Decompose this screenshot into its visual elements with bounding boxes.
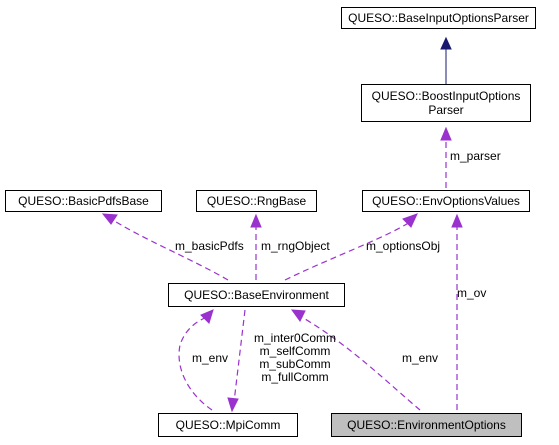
edge-label-m-optionsobj: m_optionsObj [366,239,441,253]
edge-label-m-basicpdfs: m_basicPdfs [175,239,244,253]
node-mpi-comm[interactable]: QUESO::MpiComm [158,413,298,437]
edge-label-mpi-comms: m_inter0Comm m_selfComm m_subComm m_full… [254,331,337,384]
edge-label-m-rngobject: m_rngObject [261,239,330,253]
arrowhead-mpi-comms [227,397,239,413]
edge-label-m-env-mpicomm: m_env [192,351,229,365]
arrowhead-m-ov [451,213,463,228]
arrowhead-m-rngobject [250,213,262,228]
node-boost-input-options-parser[interactable]: QUESO::BoostInputOptions Parser [361,84,531,122]
node-env-options-values[interactable]: QUESO::EnvOptionsValues [362,190,530,212]
edge-m-basicpdfs [109,217,229,281]
edge-label-m-env-envoptions: m_env [402,351,439,365]
node-base-input-options-parser[interactable]: QUESO::BaseInputOptionsParser [341,7,536,29]
arrowhead-inherit-base-parser [440,36,452,50]
edge-label-m-ov: m_ov [457,286,487,300]
arrowhead-m-parser [440,126,452,141]
edge-label-m-parser: m_parser [450,149,501,163]
node-base-environment[interactable]: QUESO::BaseEnvironment [168,283,345,307]
node-environment-options[interactable]: QUESO::EnvironmentOptions [331,413,522,437]
edge-m-env-mpicomm [178,316,213,411]
arrowhead-m-env-mpicomm [200,309,214,324]
node-basic-pdfs-base[interactable]: QUESO::BasicPdfsBase [5,190,162,212]
arrowhead-m-basicpdfs [101,213,118,225]
edge-m-env-envoptions [299,315,421,411]
node-rng-base[interactable]: QUESO::RngBase [196,190,317,212]
arrowhead-m-optionsobj [402,213,418,228]
edge-mpi-comms [233,309,246,403]
arrowhead-m-env-envoptions [290,309,306,322]
